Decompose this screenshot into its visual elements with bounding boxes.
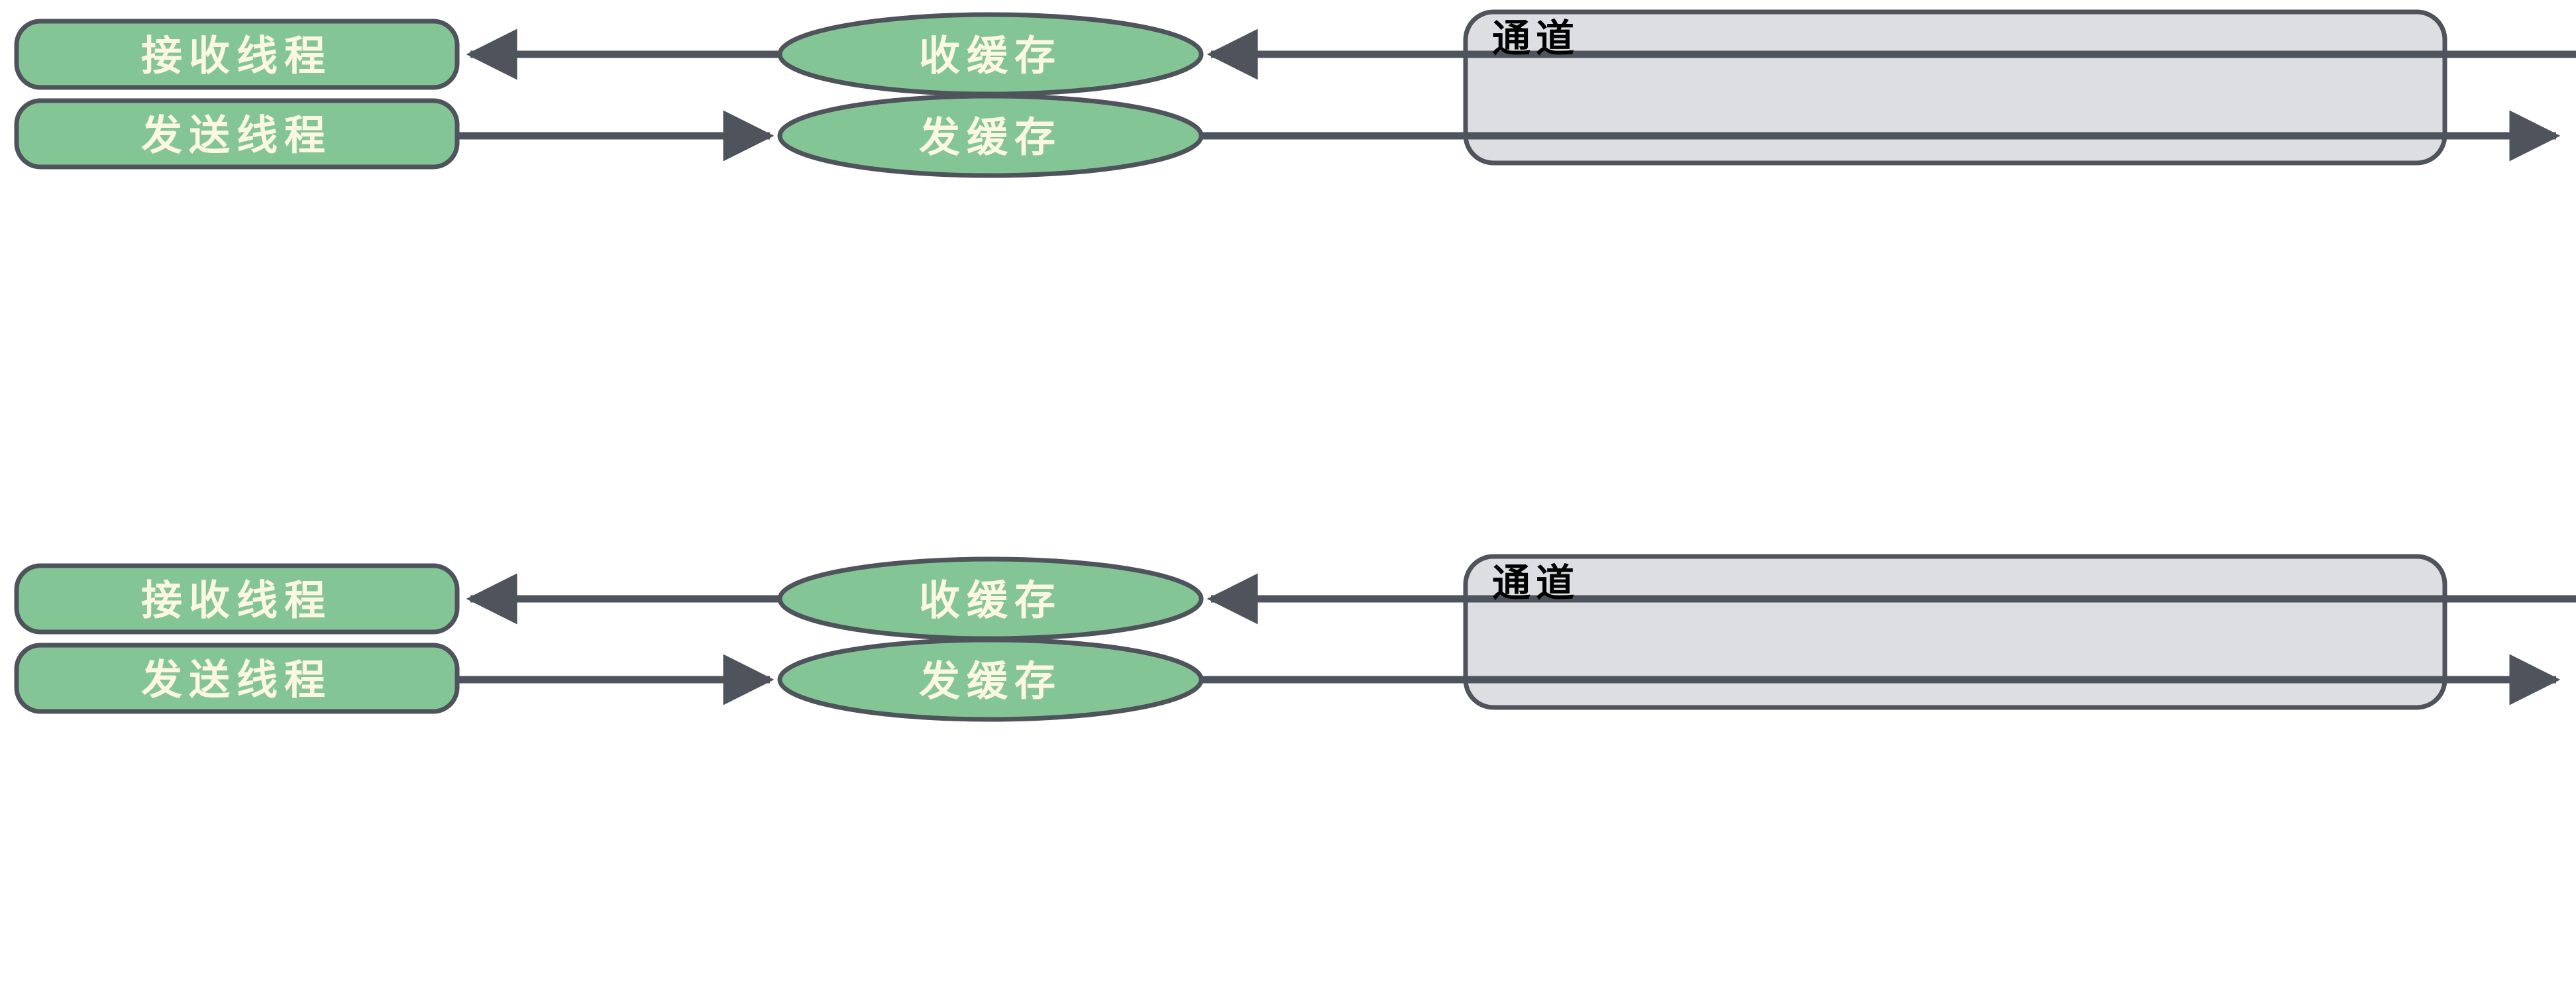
- send-buffer-label-top: 发缓存: [919, 113, 1062, 162]
- send-buffer-ellipse-top[interactable]: [777, 93, 1204, 178]
- group-top: 接收线程 发送线程 收缓存 发缓存 通道: [14, 9, 2576, 178]
- channel-box-bottom[interactable]: [1463, 554, 2447, 710]
- channel-label-top: 通道: [1492, 16, 1580, 61]
- receive-buffer-label-bottom: 收缓存: [919, 576, 1062, 625]
- channel-label-bottom: 通道: [1492, 560, 1580, 605]
- send-thread-box-top[interactable]: [14, 98, 460, 170]
- receive-thread-label-bottom: 接收线程: [141, 576, 332, 625]
- channel-box-top[interactable]: [1463, 9, 2447, 166]
- send-thread-label-bottom: 发送线程: [141, 656, 332, 704]
- group-bottom: 接收线程 发送线程 收缓存 发缓存 通道: [14, 554, 2576, 722]
- receive-thread-box-bottom[interactable]: [14, 563, 460, 635]
- receive-thread-label-top: 接收线程: [141, 32, 332, 80]
- receive-buffer-label-top: 收缓存: [919, 32, 1062, 80]
- receive-thread-box-top[interactable]: [14, 19, 460, 90]
- send-buffer-ellipse-bottom[interactable]: [777, 637, 1204, 722]
- send-buffer-label-bottom: 发缓存: [919, 657, 1062, 705]
- send-thread-label-top: 发送线程: [141, 111, 332, 160]
- send-thread-box-bottom[interactable]: [14, 643, 460, 714]
